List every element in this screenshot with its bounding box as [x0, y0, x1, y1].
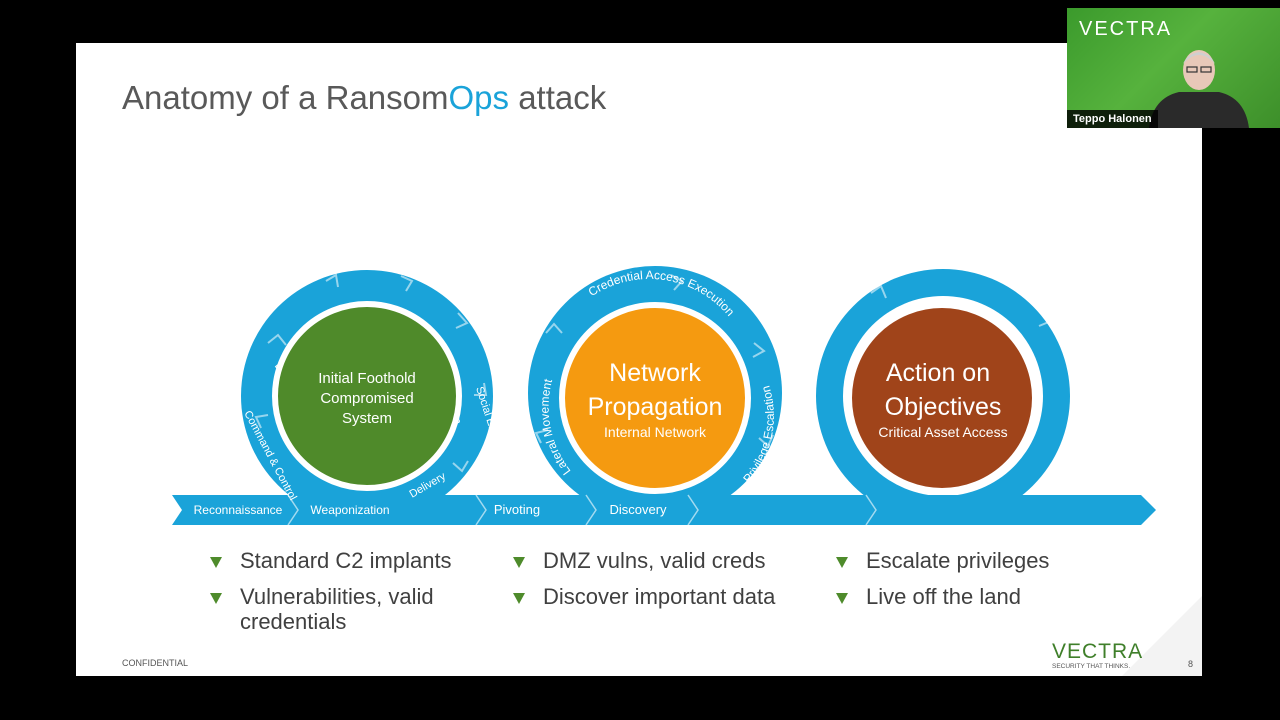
circle-action-on-objectives: Action on Objectives Critical Asset Acce…	[846, 302, 1038, 494]
bullet-item: Escalate privileges	[836, 548, 1049, 573]
vectra-logo: VECTRA SECURITY THAT THINKS.	[1052, 640, 1143, 670]
bullet-item: Standard C2 implants	[210, 548, 490, 573]
bullets-col-1: Standard C2 implants Vulnerabilities, va…	[210, 548, 490, 645]
bullet-item: DMZ vulns, valid creds	[513, 548, 775, 573]
person-avatar-icon	[1149, 50, 1249, 128]
circle3-line1: Action on	[886, 359, 990, 387]
triangle-bullet-icon	[836, 557, 848, 568]
circle-initial-foothold: Initial Foothold Compromised System	[272, 301, 462, 491]
bullet-item: Live off the land	[836, 584, 1049, 609]
band-label-reconnaissance: Reconnaissance	[194, 503, 283, 517]
bullet-item: Vulnerabilities, valid credentials	[210, 584, 490, 634]
circle2-sub: Internal Network	[604, 424, 707, 440]
triangle-bullet-icon	[210, 557, 222, 568]
circle-network-propagation: Network Propagation Internal Network	[559, 302, 751, 494]
bullets-col-2: DMZ vulns, valid creds Discover importan…	[513, 548, 775, 620]
process-band: Reconnaissance Weaponization Pivoting Di…	[172, 494, 1156, 526]
title-highlight: Ops	[448, 79, 510, 116]
circle3-sub: Critical Asset Access	[878, 424, 1007, 440]
triangle-bullet-icon	[836, 593, 848, 604]
circle1-line3: System	[342, 410, 392, 427]
bullet-item: Discover important data	[513, 584, 775, 609]
presenter-name: Teppo Halonen	[1067, 110, 1158, 128]
title-suffix: attack	[509, 79, 607, 116]
band-label-discovery: Discovery	[609, 502, 667, 517]
title-prefix: Anatomy of a Ransom	[122, 79, 449, 116]
circle2-line1: Network	[609, 359, 701, 387]
band-label-weaponization: Weaponization	[310, 503, 389, 517]
confidential-label: CONFIDENTIAL	[122, 658, 189, 668]
circle2-line2: Propagation	[588, 393, 723, 421]
slide: Anatomy of a RansomOps attack Defense Ev…	[76, 43, 1202, 676]
circle1-line1: Initial Foothold	[318, 370, 416, 387]
band-label-pivoting: Pivoting	[494, 502, 540, 517]
circle1-line2: Compromised	[320, 390, 413, 407]
triangle-bullet-icon	[513, 593, 525, 604]
attack-diagram: Defense Evasion Persistence Exploitation…	[172, 266, 1156, 526]
presenter-video[interactable]: VECTRA Teppo Halonen	[1067, 8, 1280, 128]
page-number: 8	[1188, 659, 1194, 669]
slide-title: Anatomy of a RansomOps attack	[122, 79, 606, 117]
circle3-line2: Objectives	[885, 393, 1002, 421]
video-brand: VECTRA	[1079, 18, 1173, 40]
logo-word: VECTRA	[1052, 640, 1144, 663]
corner-decoration	[1122, 596, 1202, 676]
logo-tagline: SECURITY THAT THINKS.	[1052, 663, 1131, 670]
triangle-bullet-icon	[210, 593, 222, 604]
triangle-bullet-icon	[513, 557, 525, 568]
bullets-col-3: Escalate privileges Live off the land	[836, 548, 1049, 620]
